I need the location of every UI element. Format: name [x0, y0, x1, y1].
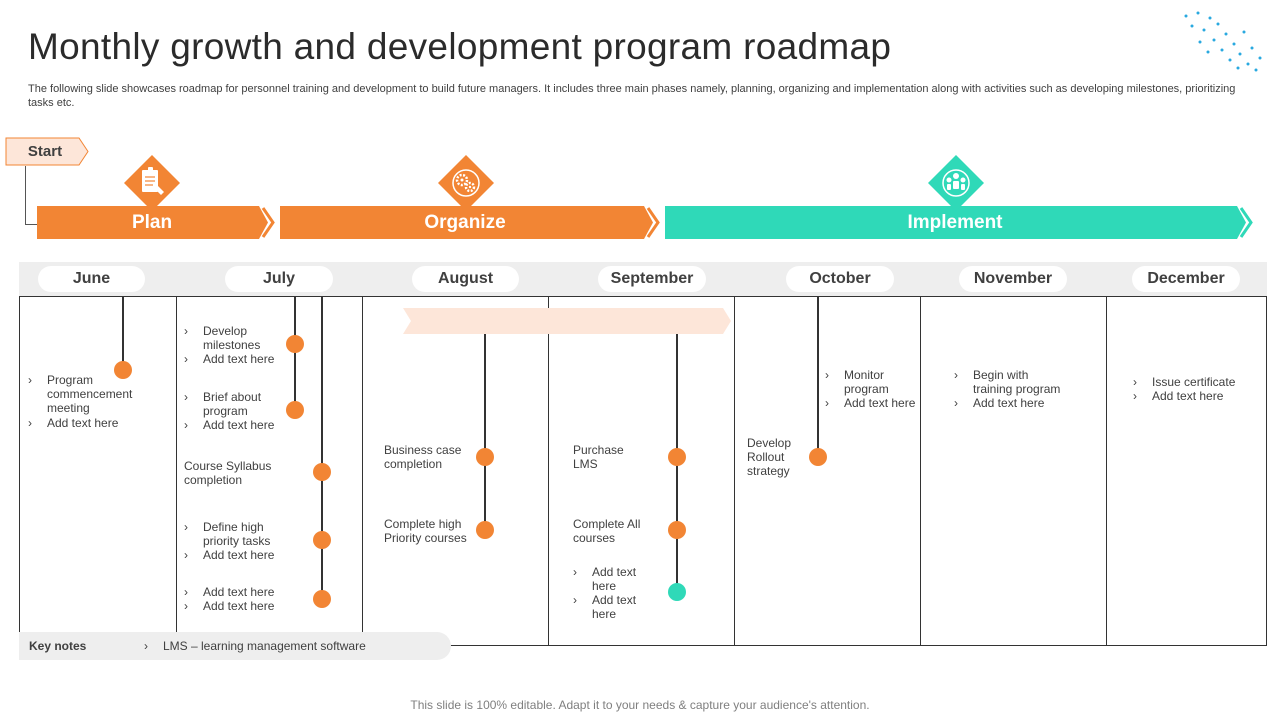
november-item: Begin with training program — [954, 368, 1069, 396]
july-item: Add text here — [184, 418, 294, 432]
july-item: Add text here — [184, 548, 294, 562]
milestone-node — [286, 335, 304, 353]
column-divider — [548, 296, 549, 646]
team-icon — [928, 155, 984, 211]
phase-plan: Plan — [37, 206, 277, 239]
september-item: Add text here — [573, 565, 643, 593]
connector-line — [321, 296, 323, 599]
checklist-icon — [124, 155, 180, 211]
month-july: July — [225, 266, 333, 292]
connector-line — [484, 334, 486, 530]
september-item: Complete All courses — [573, 517, 641, 545]
connector-line — [122, 296, 124, 369]
milestone-node — [476, 448, 494, 466]
milestone-node — [809, 448, 827, 466]
july-item: Add text here — [184, 585, 294, 599]
phase-band — [403, 308, 731, 334]
milestone-node — [668, 448, 686, 466]
december-item: Issue certificate — [1133, 375, 1253, 389]
milestone-node — [668, 521, 686, 539]
footer-note: This slide is 100% editable. Adapt it to… — [410, 698, 870, 712]
start-tag-shape — [5, 137, 89, 166]
july-item: Brief about program — [184, 390, 286, 418]
key-notes-bar: Key notes LMS – learning management soft… — [19, 632, 451, 660]
june-item: Add text here — [28, 416, 148, 430]
december-item: Add text here — [1133, 389, 1253, 403]
month-september: September — [598, 266, 706, 292]
month-november: November — [959, 266, 1067, 292]
month-june: June — [38, 266, 145, 292]
august-item: Complete high Priority courses — [384, 517, 467, 545]
column-divider — [920, 296, 921, 646]
july-item: Develop milestones — [184, 324, 280, 352]
july-item: Add text here — [184, 352, 294, 366]
connector-line — [294, 296, 296, 410]
phase-implement: Implement — [665, 206, 1257, 239]
milestone-node-teal — [668, 583, 686, 601]
page-subtitle: The following slide showcases roadmap fo… — [28, 83, 1236, 109]
october-item: Monitor program — [825, 368, 895, 396]
column-divider — [362, 296, 363, 646]
milestone-node — [286, 401, 304, 419]
start-connector — [25, 166, 37, 225]
phase-implement-label: Implement — [907, 212, 1003, 233]
phase-organize: Organize — [280, 206, 665, 239]
column-divider — [176, 296, 177, 646]
gears-icon — [438, 155, 494, 211]
october-item: Develop Rollout strategy — [747, 436, 792, 478]
june-item: Program commencement meeting — [28, 373, 148, 415]
milestone-node — [476, 521, 494, 539]
connector-line — [817, 296, 819, 457]
page-title: Monthly growth and development program r… — [28, 26, 892, 67]
start-tag: Start — [5, 137, 89, 166]
month-august: August — [412, 266, 519, 292]
key-notes-text: LMS – learning management software — [144, 639, 366, 653]
november-item: Add text here — [954, 396, 1069, 410]
milestone-node — [313, 590, 331, 608]
august-item: Business case completion — [384, 443, 462, 471]
month-december: December — [1132, 266, 1240, 292]
decorative-dots — [1184, 11, 1262, 72]
start-label: Start — [27, 143, 63, 160]
phase-organize-label: Organize — [424, 212, 506, 233]
july-item: Course Syllabus completion — [184, 459, 272, 487]
timeline-grid — [19, 296, 1267, 646]
month-october: October — [786, 266, 894, 292]
milestone-node — [313, 463, 331, 481]
september-item: Purchase LMS — [573, 443, 624, 471]
july-item: Add text here — [184, 599, 294, 613]
milestone-node — [313, 531, 331, 549]
key-notes-title: Key notes — [29, 639, 87, 653]
october-item: Add text here — [825, 396, 920, 410]
column-divider — [1106, 296, 1107, 646]
column-divider — [734, 296, 735, 646]
september-item: Add text here — [573, 593, 643, 621]
july-item: Define high priority tasks — [184, 520, 284, 548]
phase-plan-label: Plan — [131, 212, 173, 233]
